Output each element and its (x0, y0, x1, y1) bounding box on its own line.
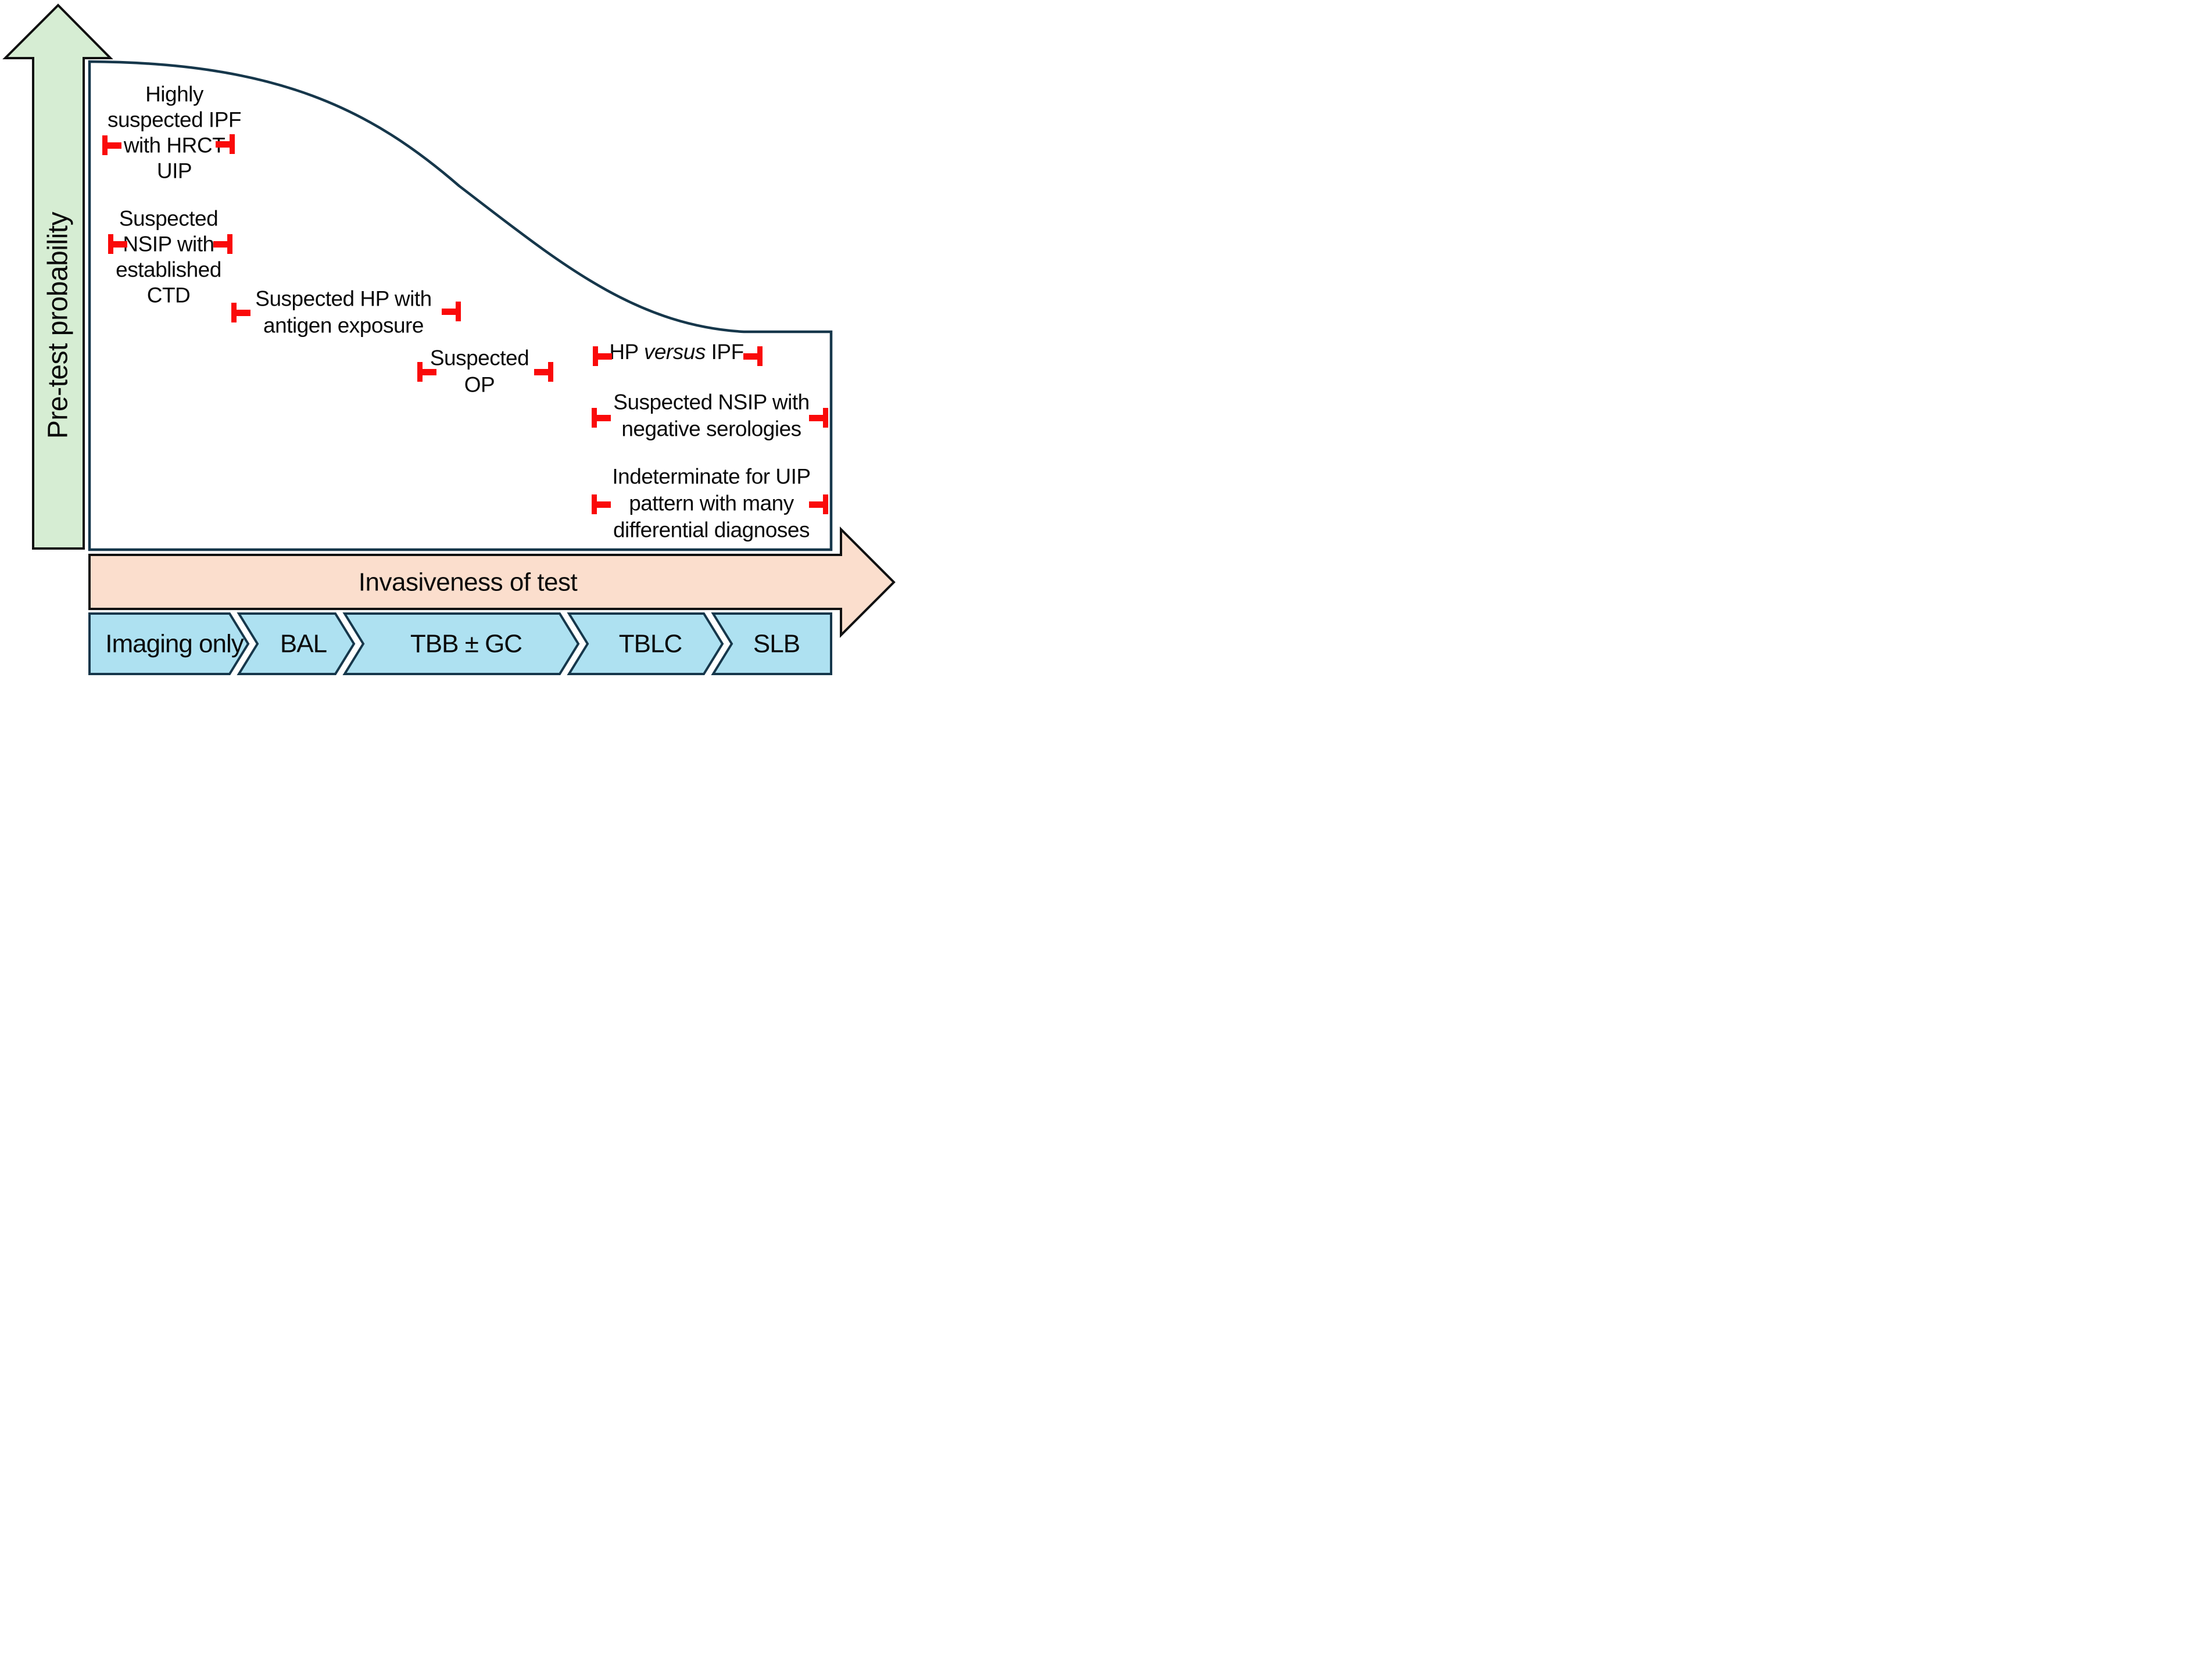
label-hp-versus-ipf: HP versus IPF (609, 340, 744, 364)
svg-text:HP versus IPF: HP versus IPF (609, 340, 743, 364)
label-line: Suspected NSIP with (613, 390, 809, 414)
chevron-label-tblc: TBLC (619, 630, 682, 658)
label-line: Suspected HP with (255, 287, 431, 311)
label-line: negative serologies (621, 417, 801, 441)
chevron-step-tblc (567, 612, 724, 675)
label-line: differential diagnoses (613, 518, 810, 542)
label-line: OP (464, 373, 495, 397)
label-part: HP (609, 340, 644, 364)
label-suspected-hp: Suspected HP with antigen exposure (255, 287, 432, 338)
label-line: Suspected (430, 346, 529, 370)
label-indeterminate-uip: Indeterminate for UIP pattern with many … (612, 465, 811, 542)
label-line: UIP (157, 159, 192, 183)
chevron-step-slb (711, 612, 832, 675)
label-line: antigen exposure (263, 314, 424, 338)
label-highly-suspected-ipf: Highly suspected IPF with HRCT UIP (108, 83, 242, 183)
label-suspected-op: Suspected OP (430, 346, 529, 397)
label-line: Highly (145, 83, 204, 106)
chevron-label-tbb-gc: TBB ± GC (410, 630, 522, 658)
label-line: CTD (147, 284, 191, 307)
pretest-probability-arrow (2, 3, 113, 550)
label-suspected-nsip-ctd: Suspected NSIP with established CTD (116, 207, 221, 307)
label-line: established (116, 258, 221, 282)
chevron-step-tbb-gc (342, 612, 580, 675)
label-line: NSIP with (123, 232, 214, 256)
label-line: Suspected (119, 207, 218, 231)
figure-canvas: Pre-test probability Highly suspected IP… (0, 0, 899, 677)
chevron-label-slb: SLB (753, 630, 800, 658)
label-line: with HRCT (123, 134, 225, 157)
chevron-step-imaging-only (88, 612, 250, 675)
label-line: Indeterminate for UIP (612, 465, 810, 489)
label-line: pattern with many (629, 492, 794, 515)
x-axis-label: Invasiveness of test (359, 568, 578, 597)
y-axis-label: Pre-test probability (43, 211, 74, 439)
label-line: suspected IPF (108, 108, 241, 132)
label-part-italic: versus (644, 340, 706, 364)
chevron-label-bal: BAL (280, 630, 327, 658)
chevron-label-imaging-only: Imaging only (105, 630, 244, 658)
invasiveness-arrow (88, 526, 896, 638)
label-suspected-nsip-serologies: Suspected NSIP with negative serologies (613, 390, 810, 441)
chevron-step-bal (237, 612, 356, 675)
label-part: IPF (706, 340, 744, 364)
diagnostic-invasiveness-diagram: Pre-test probability Highly suspected IP… (2, 3, 896, 675)
